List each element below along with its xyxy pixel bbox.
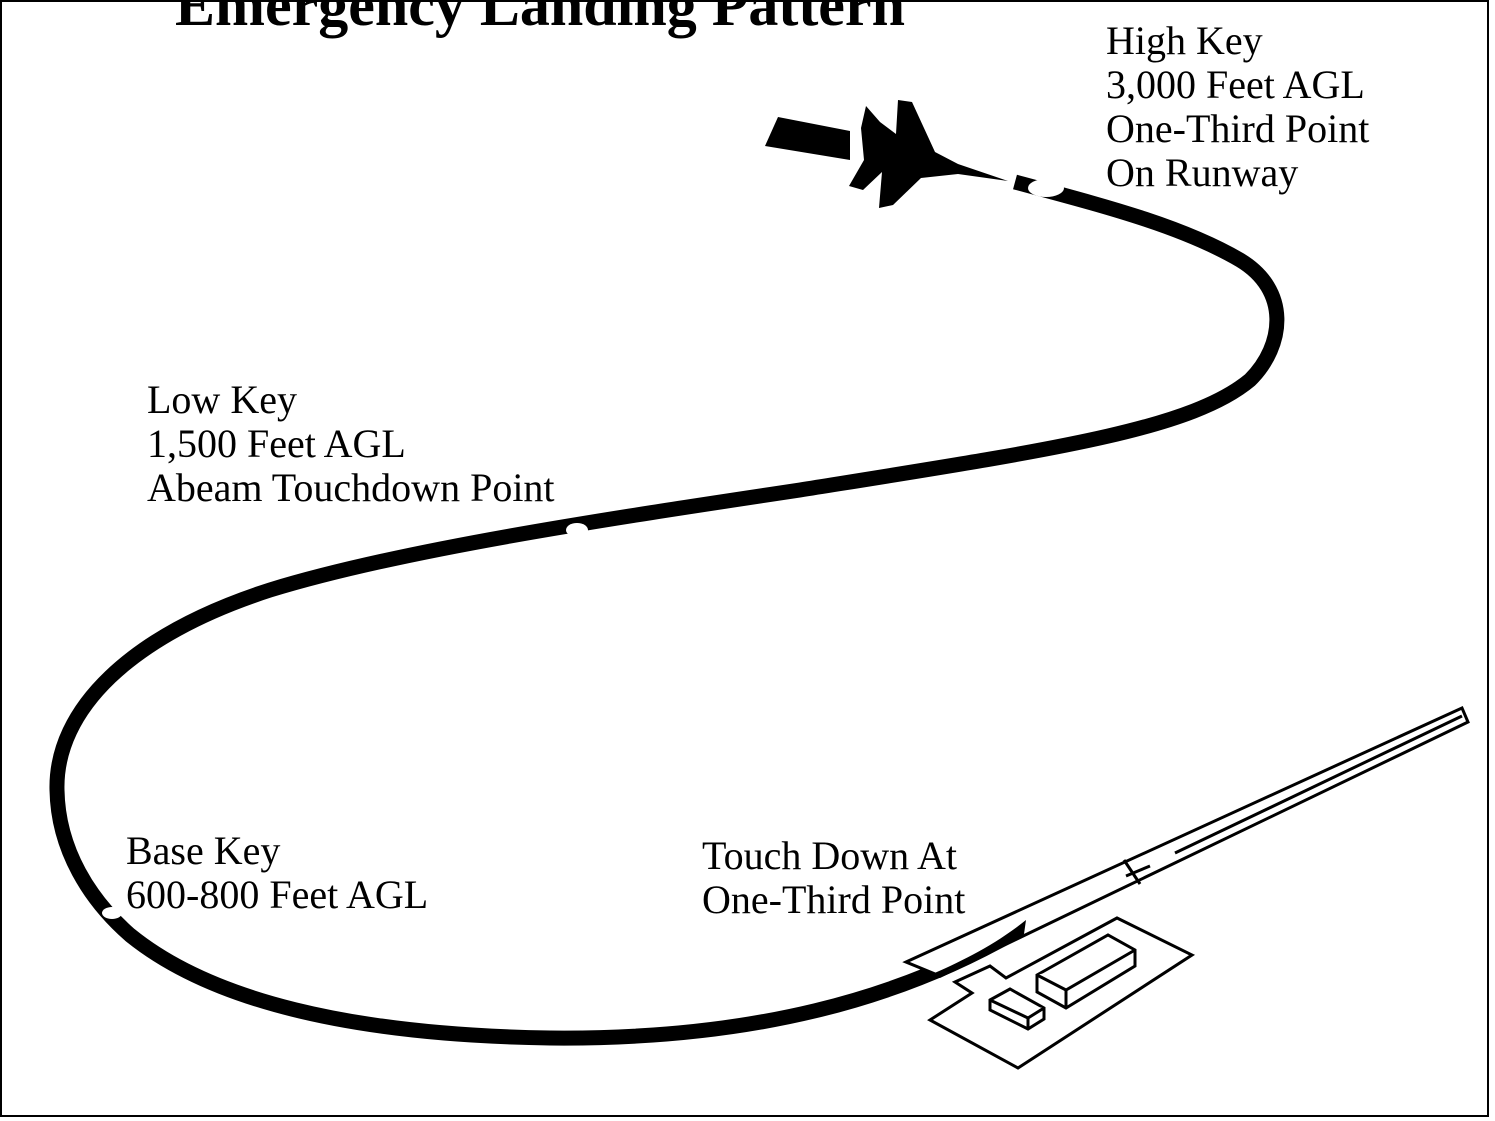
flight-path bbox=[49, 174, 1285, 1046]
low-key-label: Low Key 1,500 Feet AGL Abeam Touchdown P… bbox=[147, 377, 555, 510]
airfield-buildings bbox=[927, 916, 1196, 1070]
touchdown-label: Touch Down At One-Third Point bbox=[702, 833, 967, 922]
aircraft-icon bbox=[849, 100, 1008, 208]
diagram-title: Emergency Landing Pattern bbox=[175, 0, 905, 38]
high-key-marker bbox=[1028, 179, 1064, 197]
high-key-label: High Key 3,000 Feet AGL One-Third Point … bbox=[1106, 18, 1379, 195]
flight-path-start bbox=[765, 117, 850, 160]
low-key-marker bbox=[566, 523, 588, 537]
runway-centerline bbox=[1174, 714, 1463, 855]
runway bbox=[902, 705, 1470, 978]
base-key-label: Base Key 600-800 Feet AGL bbox=[126, 828, 428, 917]
final-approach bbox=[930, 920, 1026, 978]
base-key-marker bbox=[102, 907, 122, 919]
